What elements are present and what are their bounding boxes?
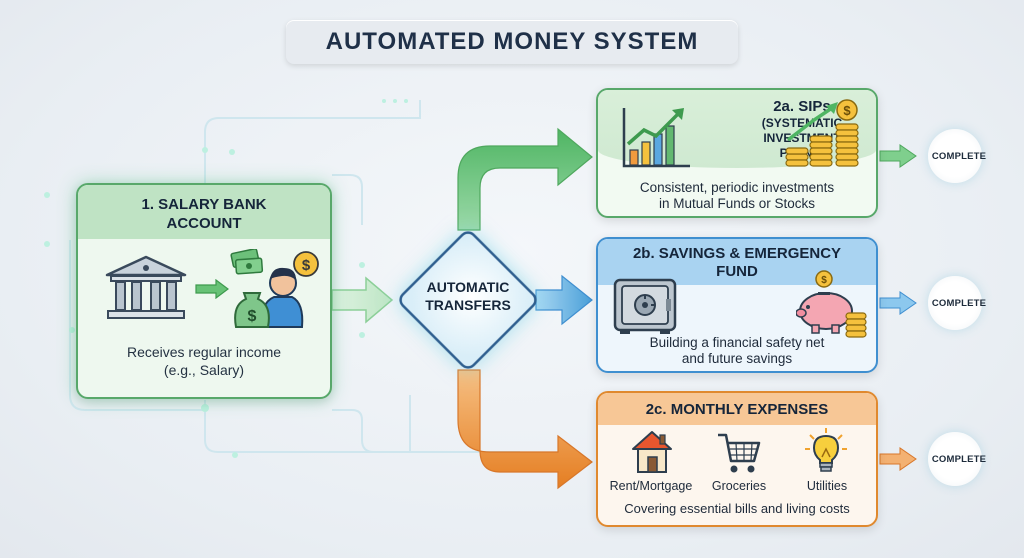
- arrow-hub-to-expenses: [457, 369, 593, 490]
- piggy-bank-icon: $: [796, 270, 867, 338]
- growth-chart-icon: [622, 108, 690, 168]
- svg-text:$: $: [248, 308, 257, 325]
- expenses-heading: 2c. MONTHLY EXPENSES: [598, 393, 876, 425]
- arrow-hub-to-savings: [535, 274, 593, 326]
- svg-text:$: $: [821, 275, 827, 286]
- expenses-card: 2c. MONTHLY EXPENSES Rent/Mortgage Groce…: [596, 391, 878, 527]
- arrow-salary-to-hub: [331, 276, 394, 324]
- money-bag-person-icon: $ $: [230, 249, 319, 328]
- transfer-arrow-icon: [195, 279, 229, 299]
- bank-icon: [105, 255, 187, 319]
- savings-complete-badge: COMPLETE: [928, 276, 986, 330]
- arrow-sips-complete: [879, 144, 917, 168]
- expenses-description: Covering essential bills and living cost…: [624, 501, 850, 516]
- sips-description: Consistent, periodic investments in Mutu…: [639, 180, 835, 211]
- arrow-savings-complete: [879, 291, 917, 315]
- sips-card: 2a. SIPs (SYSTEMATIC INVESTMENT PLANS) $…: [596, 88, 878, 218]
- expenses-complete-badge: COMPLETE: [928, 432, 986, 486]
- automatic-transfers-label: AUTOMATIC TRANSFERS: [425, 279, 511, 313]
- utilities-label: Utilities: [806, 479, 848, 493]
- salary-heading: 1. SALARY BANK ACCOUNT: [78, 185, 330, 239]
- svg-text:$: $: [843, 103, 851, 118]
- sips-complete-badge: COMPLETE: [928, 129, 986, 183]
- savings-card: 2b. SAVINGS & EMERGENCY FUND $ Building …: [596, 237, 878, 373]
- house-icon: [632, 431, 672, 473]
- salary-account-card: 1. SALARY BANK ACCOUNT $ $: [76, 183, 332, 399]
- automatic-transfers-diamond: [399, 231, 537, 369]
- coin-stacks-icon: $: [785, 99, 859, 167]
- page-title: AUTOMATED MONEY SYSTEM: [286, 20, 738, 64]
- svg-text:$: $: [302, 257, 311, 274]
- glow-dots: [44, 99, 408, 458]
- rent-label: Rent/Mortgage: [609, 479, 693, 493]
- salary-description: Receives regular income (e.g., Salary): [126, 344, 282, 378]
- shopping-cart-icon: [718, 433, 761, 473]
- arrow-expenses-complete: [879, 447, 917, 471]
- circuit-lines: [69, 100, 520, 453]
- savings-description: Building a financial safety net and futu…: [649, 335, 825, 366]
- arrow-hub-to-sips: [457, 127, 593, 231]
- light-bulb-icon: [805, 428, 847, 472]
- safe-icon: [613, 278, 677, 334]
- groceries-label: Groceries: [711, 479, 767, 493]
